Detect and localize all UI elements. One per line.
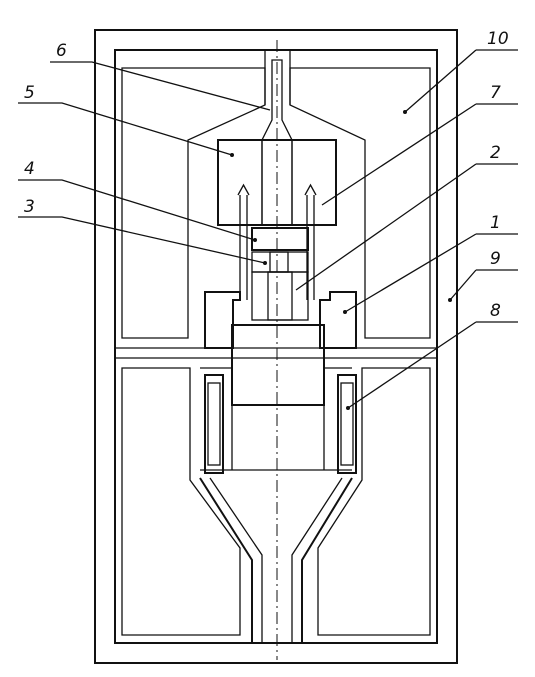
label-dots: [230, 110, 452, 410]
label-2: 2: [490, 143, 501, 163]
label-8: 8: [490, 301, 501, 321]
leader-lines: [18, 49, 518, 409]
label-3: 3: [24, 197, 35, 217]
upper-chamber-walls: [121, 50, 431, 339]
lower-seat: [251, 271, 309, 321]
label-10: 10: [487, 29, 509, 49]
cross-hatched-element: [251, 227, 309, 251]
label-1: 1: [490, 213, 501, 233]
top-block: [217, 139, 337, 226]
label-9: 9: [490, 249, 501, 269]
side-block: [204, 291, 357, 349]
central-shaft: [260, 40, 294, 660]
label-7: 7: [490, 83, 501, 103]
middle-partition: [114, 347, 438, 359]
label-4: 4: [24, 159, 35, 179]
bushing: [204, 374, 357, 474]
outer-housing: [94, 29, 458, 664]
lower-chamber-walls: [121, 367, 431, 636]
funnel-outlet: [199, 477, 353, 643]
central-piston: [231, 324, 325, 406]
label-6: 6: [56, 41, 67, 61]
label-5: 5: [24, 83, 35, 103]
